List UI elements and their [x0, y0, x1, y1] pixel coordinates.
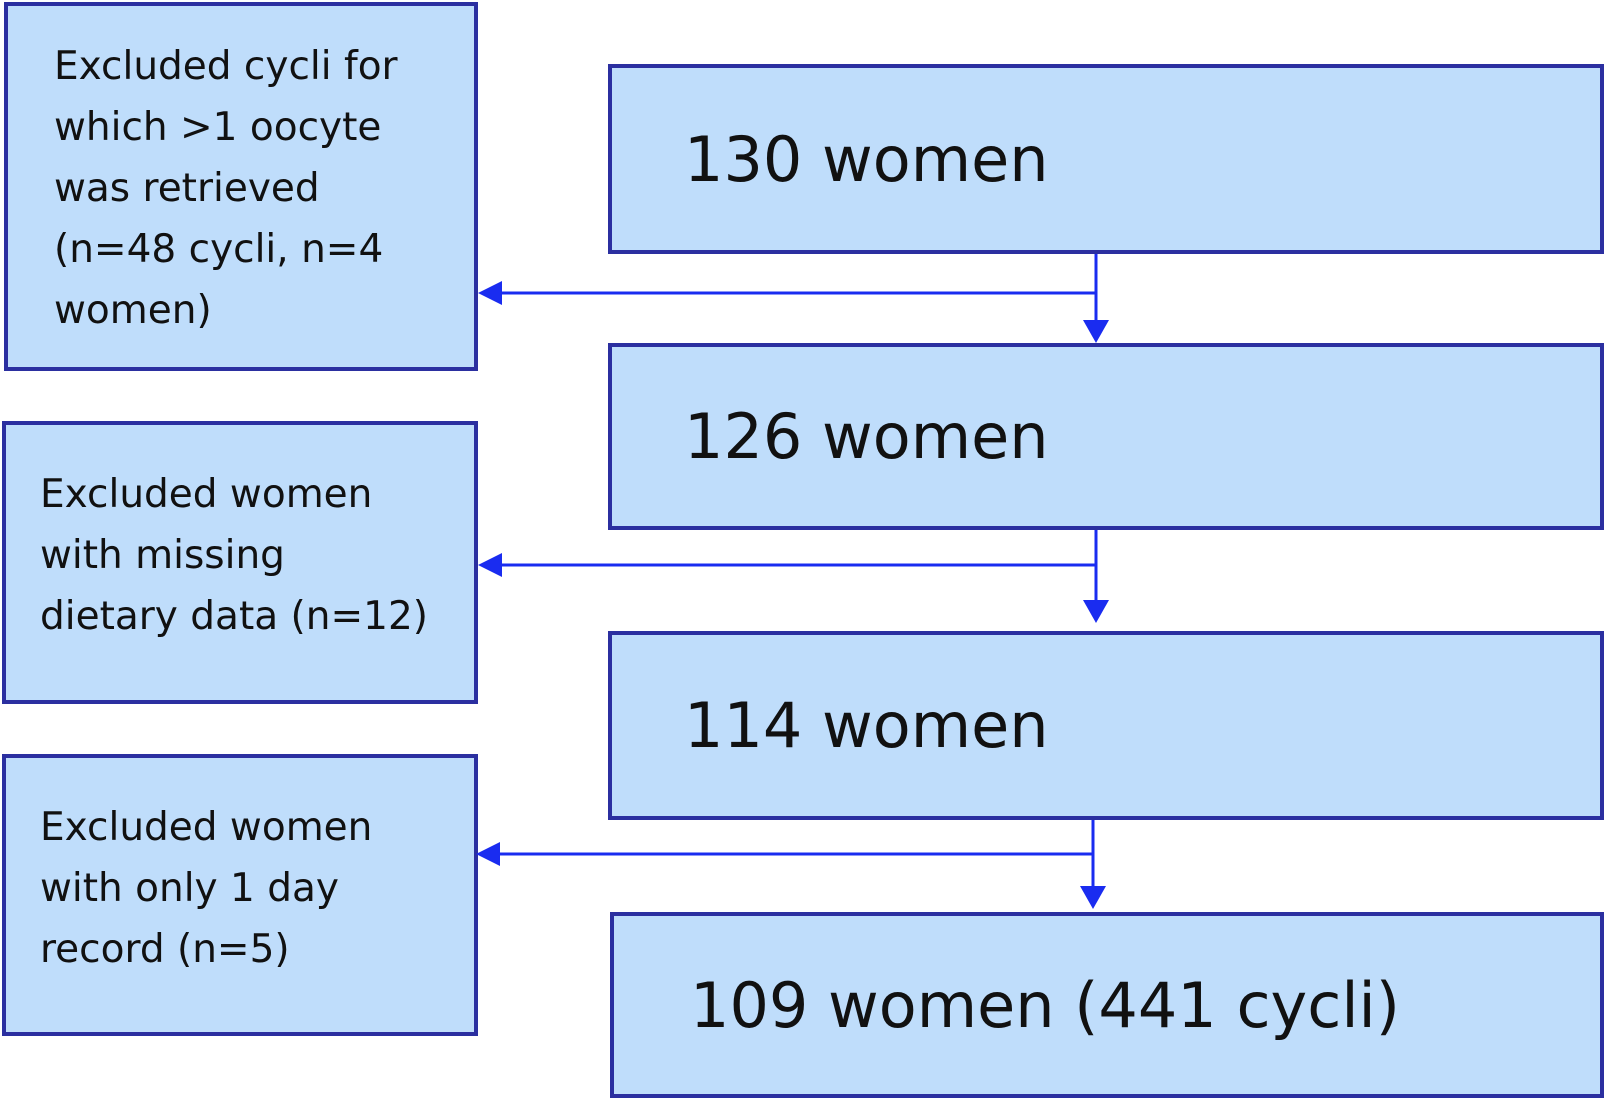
exclusion-2-line-1: Excluded women: [40, 472, 373, 517]
exclusion-box-3: Excluded women with only 1 day record (n…: [2, 754, 478, 1036]
connector-2-down-arrowhead: [1083, 600, 1109, 623]
connector-1-down-arrowhead: [1083, 320, 1109, 343]
exclusion-box-2: Excluded women with missing dietary data…: [2, 421, 478, 704]
connector-3: [476, 820, 1106, 909]
connector-3-down-arrowhead: [1080, 886, 1106, 909]
exclusion-3-line-1: Excluded women: [40, 805, 373, 850]
exclusion-2-line-3: dietary data (n=12): [40, 594, 428, 639]
step-box-1: 130 women: [608, 64, 1604, 254]
step-1-label: 130 women: [684, 122, 1049, 196]
step-box-2: 126 women: [608, 343, 1604, 530]
exclusion-1-line-3: was retrieved: [54, 166, 320, 211]
connector-2-side-arrowhead: [478, 553, 502, 577]
exclusion-3-line-3: record (n=5): [40, 927, 290, 972]
step-box-3: 114 women: [608, 631, 1604, 820]
connector-1-side-arrowhead: [478, 281, 502, 305]
step-2-label: 126 women: [684, 400, 1049, 473]
exclusion-1-line-2: which >1 oocyte: [54, 105, 382, 150]
connector-3-side-arrowhead: [476, 842, 500, 866]
exclusion-1-line-1: Excluded cycli for: [54, 44, 398, 89]
step-3-label: 114 women: [684, 689, 1049, 762]
exclusion-1-line-5: women): [54, 288, 212, 333]
connector-1: [478, 254, 1109, 343]
exclusion-3-line-2: with only 1 day: [40, 866, 339, 911]
exclusion-1-line-4: (n=48 cycli, n=4: [54, 227, 384, 272]
exclusion-box-1: Excluded cycli for which >1 oocyte was r…: [4, 2, 478, 371]
step-box-4: 109 women (441 cycli): [610, 912, 1604, 1098]
connector-2: [478, 530, 1109, 623]
exclusion-2-line-2: with missing: [40, 533, 285, 578]
step-4-label: 109 women (441 cycli): [690, 968, 1400, 1042]
